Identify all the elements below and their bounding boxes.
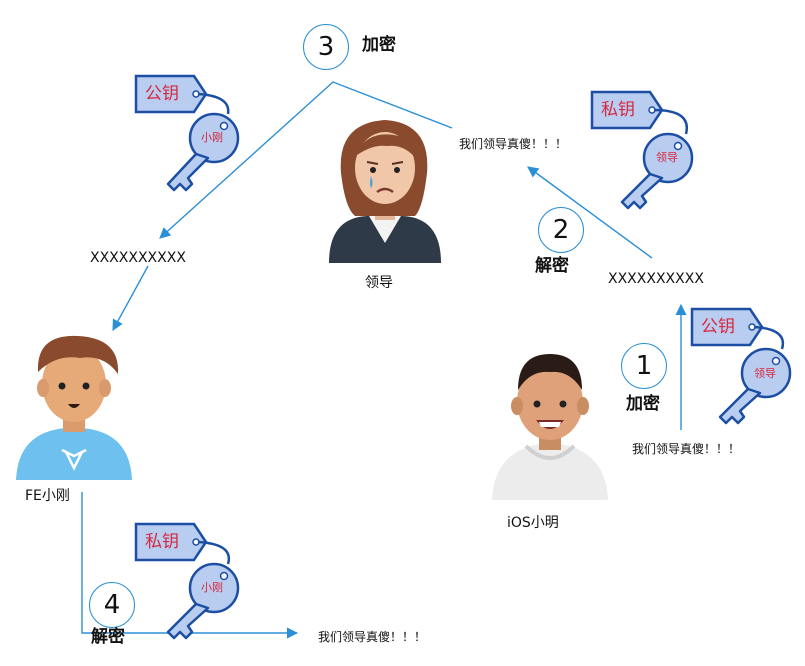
key-blade	[718, 387, 762, 425]
key-k3-tag: 公钥	[701, 317, 735, 337]
key-string	[197, 92, 230, 115]
ios-avatar	[492, 354, 608, 500]
step-2-label: 解密	[535, 256, 569, 276]
arrow-cipher-to-fe	[112, 265, 149, 331]
key-tag	[134, 74, 208, 114]
key-k3	[690, 307, 792, 425]
leader-label: 领导	[365, 275, 393, 291]
plaintext-final: 我们领导真傻！！！	[318, 630, 427, 644]
key-blade	[166, 152, 210, 192]
ciphertext-ios: XXXXXXXXXX	[608, 271, 704, 287]
ios-label: iOS小明	[507, 515, 559, 531]
step-4-number: 4	[89, 582, 135, 628]
key-k4-tag: 私钥	[145, 532, 179, 552]
key-k1-owner: 小刚	[201, 131, 223, 144]
plaintext-ios: 我们领导真傻！！！	[632, 442, 741, 456]
key-blade	[620, 172, 664, 210]
arrow-cipher-to-leader	[527, 166, 653, 259]
step-4-label: 解密	[91, 627, 125, 647]
key-k3-owner: 领导	[754, 367, 776, 380]
key-tag	[134, 522, 208, 562]
fe-avatar	[16, 335, 132, 480]
key-k4-owner: 小刚	[201, 581, 223, 594]
plaintext-leader: 我们领导真傻！！！	[459, 137, 568, 151]
step-3-number: 3	[303, 24, 349, 70]
key-k2-tag: 私钥	[601, 100, 635, 120]
key-tag	[690, 307, 764, 347]
ciphertext-fe: XXXXXXXXXX	[90, 250, 186, 266]
step-1-label: 加密	[626, 394, 660, 414]
key-k1-tag: 公钥	[145, 84, 179, 104]
fe-label: FE小刚	[25, 488, 70, 504]
key-string	[653, 108, 689, 135]
key-k1	[134, 74, 240, 192]
step-3-label: 加密	[362, 35, 396, 55]
key-k2	[590, 90, 694, 210]
key-k2-owner: 领导	[656, 151, 678, 164]
key-string	[197, 540, 231, 565]
key-tag	[590, 90, 664, 130]
step-2-number: 2	[538, 207, 584, 253]
flow-arrows	[81, 81, 687, 639]
leader-avatar	[329, 120, 441, 263]
key-string	[753, 325, 785, 350]
arrow-leader-encrypt	[159, 81, 453, 239]
step-1-number: 1	[621, 343, 667, 389]
key-blade	[166, 602, 210, 640]
arrow-fe-decrypt	[81, 492, 299, 639]
key-k4	[134, 522, 240, 640]
